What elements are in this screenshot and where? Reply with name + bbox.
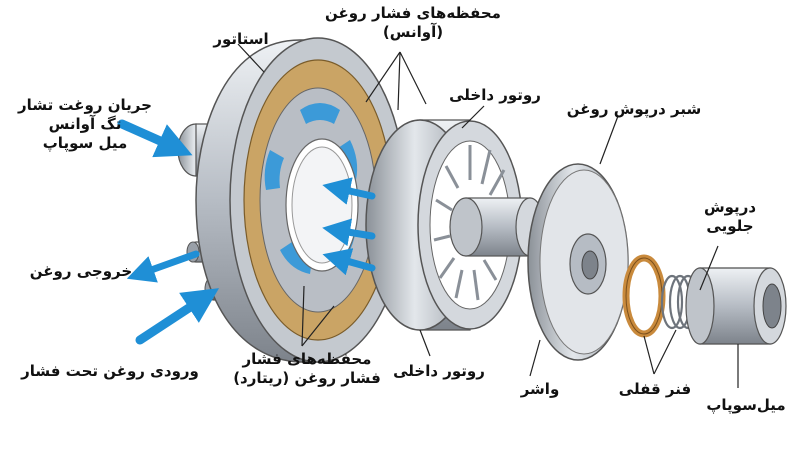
label-stator: استاتور	[213, 30, 269, 48]
label-oil-outlet: خروجی روغن	[29, 262, 133, 280]
label-advance-flow: جریان روغت تشار تگ آوانس میل سوپاپ	[18, 96, 152, 152]
label-lock-spring: فنر قفلی	[618, 380, 692, 398]
inner-rotor	[365, 119, 545, 331]
flow-arrows	[117, 119, 376, 345]
label-oil-seal-plate: شبر درپوش روغن	[566, 100, 702, 118]
label-camshaft: میل‌سوپاپ	[706, 396, 786, 414]
label-advance-chambers: محفظه‌های فشار روغن (آوانس)	[325, 4, 501, 41]
label-inner-rotor-top: روتور داخلی	[449, 86, 541, 104]
label-inner-rotor-bottom: روتور داخلی	[393, 362, 485, 380]
oil-cover-plate	[527, 163, 629, 361]
label-retard-chambers: محفظه‌های فشار فشار روغن (ریتارد)	[233, 350, 381, 387]
label-front-cover: درپوش جلویی	[703, 198, 757, 235]
label-pressurized-inlet: ورودی روغن تحت فشار	[21, 362, 199, 380]
front-cover	[685, 267, 787, 345]
leader-lines	[237, 43, 739, 388]
washer	[622, 254, 666, 338]
oil-inlet-arrow	[135, 288, 220, 345]
label-washer: واشر	[520, 380, 560, 398]
advance-flow-arrow	[117, 119, 193, 158]
oil-outlet-arrow	[126, 250, 200, 283]
